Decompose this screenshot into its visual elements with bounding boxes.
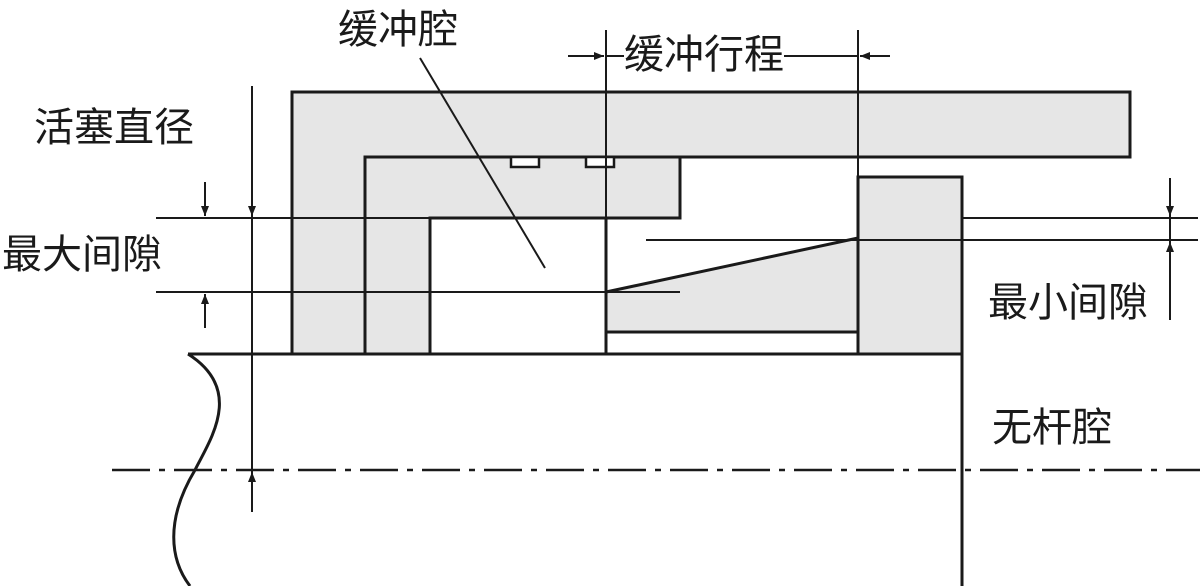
buffer-stroke-label: 缓冲行程 — [624, 32, 784, 78]
min-gap-label: 最小间隙 — [988, 280, 1148, 326]
buffer-cavity-label: 缓冲腔 — [338, 7, 458, 53]
buffer-plunger — [604, 236, 860, 334]
rodless-cavity-label: 无杆腔 — [992, 405, 1112, 451]
max-gap-label: 最大间隙 — [2, 232, 162, 278]
buffer-cavity — [428, 216, 608, 356]
seal-slot — [584, 155, 616, 169]
piston-diameter-label: 活塞直径 — [34, 105, 194, 151]
rod-strip — [604, 330, 860, 356]
seal-slot — [509, 155, 541, 169]
buffer-cavity-leader — [419, 57, 546, 269]
end-block — [856, 175, 964, 356]
